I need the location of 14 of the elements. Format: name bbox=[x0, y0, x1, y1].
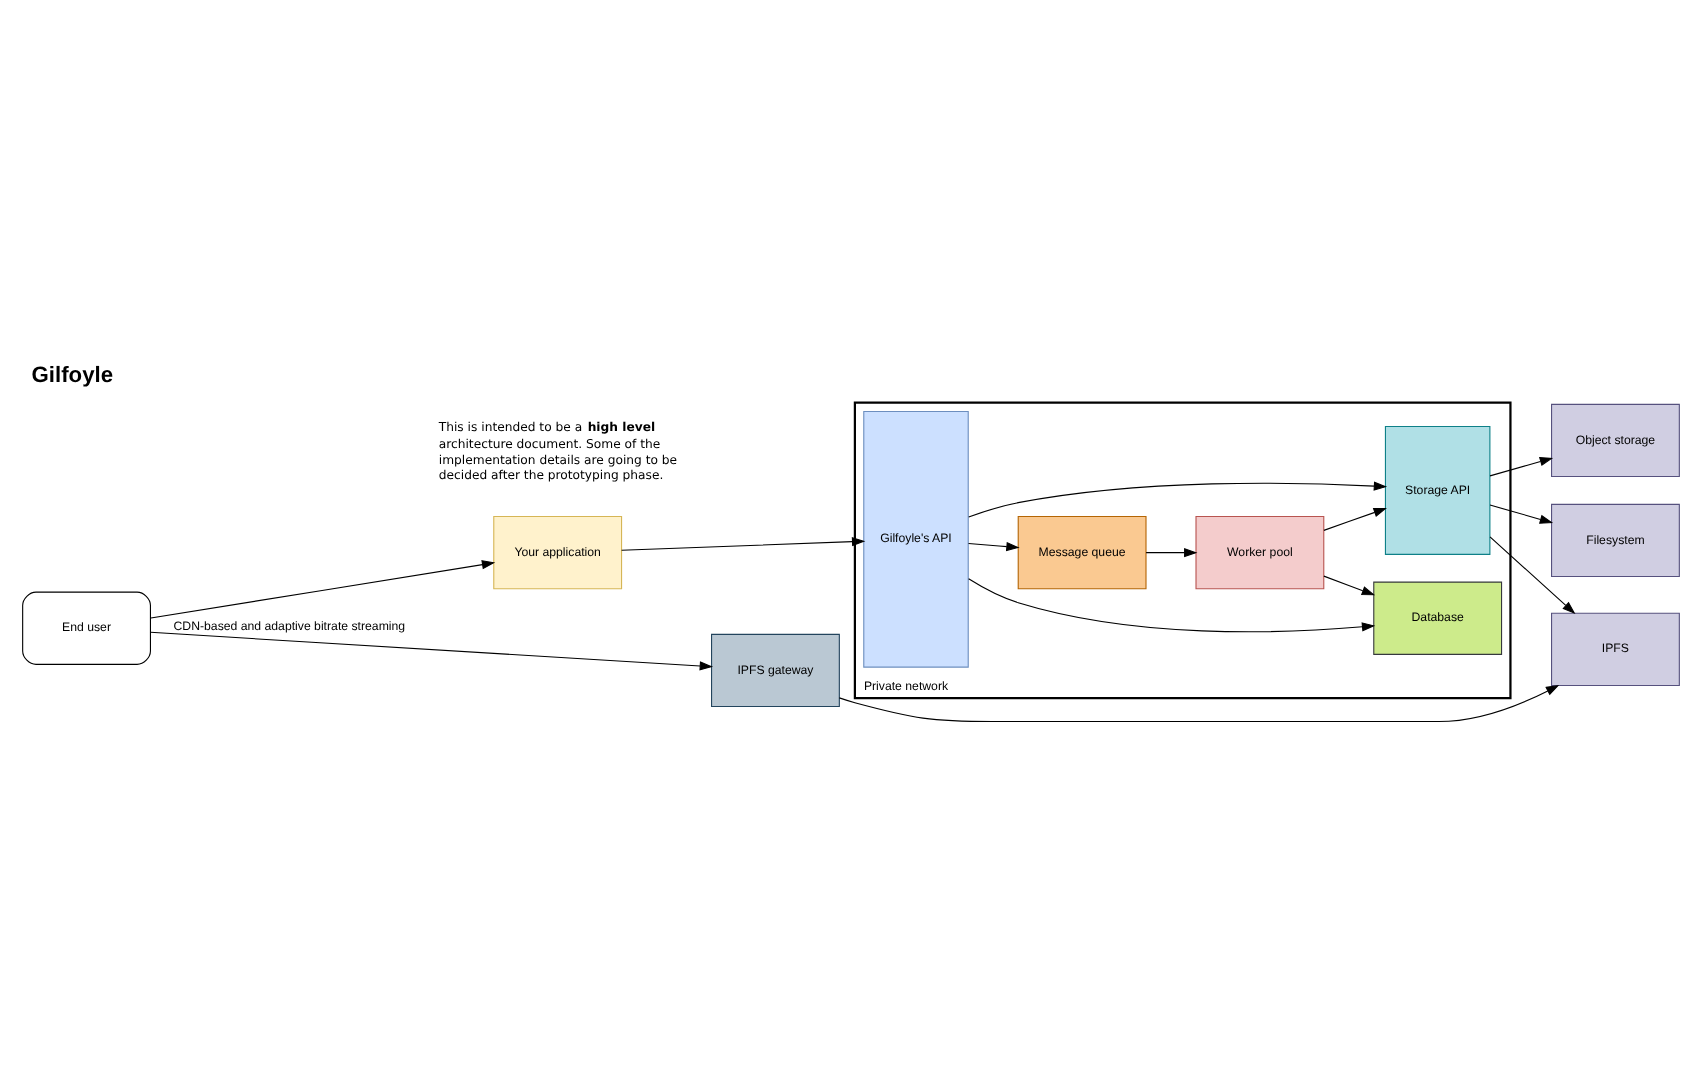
arrow bbox=[968, 578, 1376, 633]
arrow bbox=[1323, 575, 1376, 596]
arrow bbox=[1489, 504, 1554, 524]
arrow bbox=[1323, 508, 1387, 531]
arrow bbox=[1489, 536, 1576, 615]
arrow bbox=[838, 684, 1560, 723]
arrow bbox=[1489, 457, 1554, 477]
arrow bbox=[621, 537, 866, 551]
arrow bbox=[150, 631, 713, 671]
arrow bbox=[967, 541, 1020, 552]
arrow bbox=[968, 481, 1388, 518]
diagram-title: Gilfoyle bbox=[31, 363, 114, 388]
arrow bbox=[1145, 548, 1198, 558]
arrow bbox=[150, 560, 496, 619]
